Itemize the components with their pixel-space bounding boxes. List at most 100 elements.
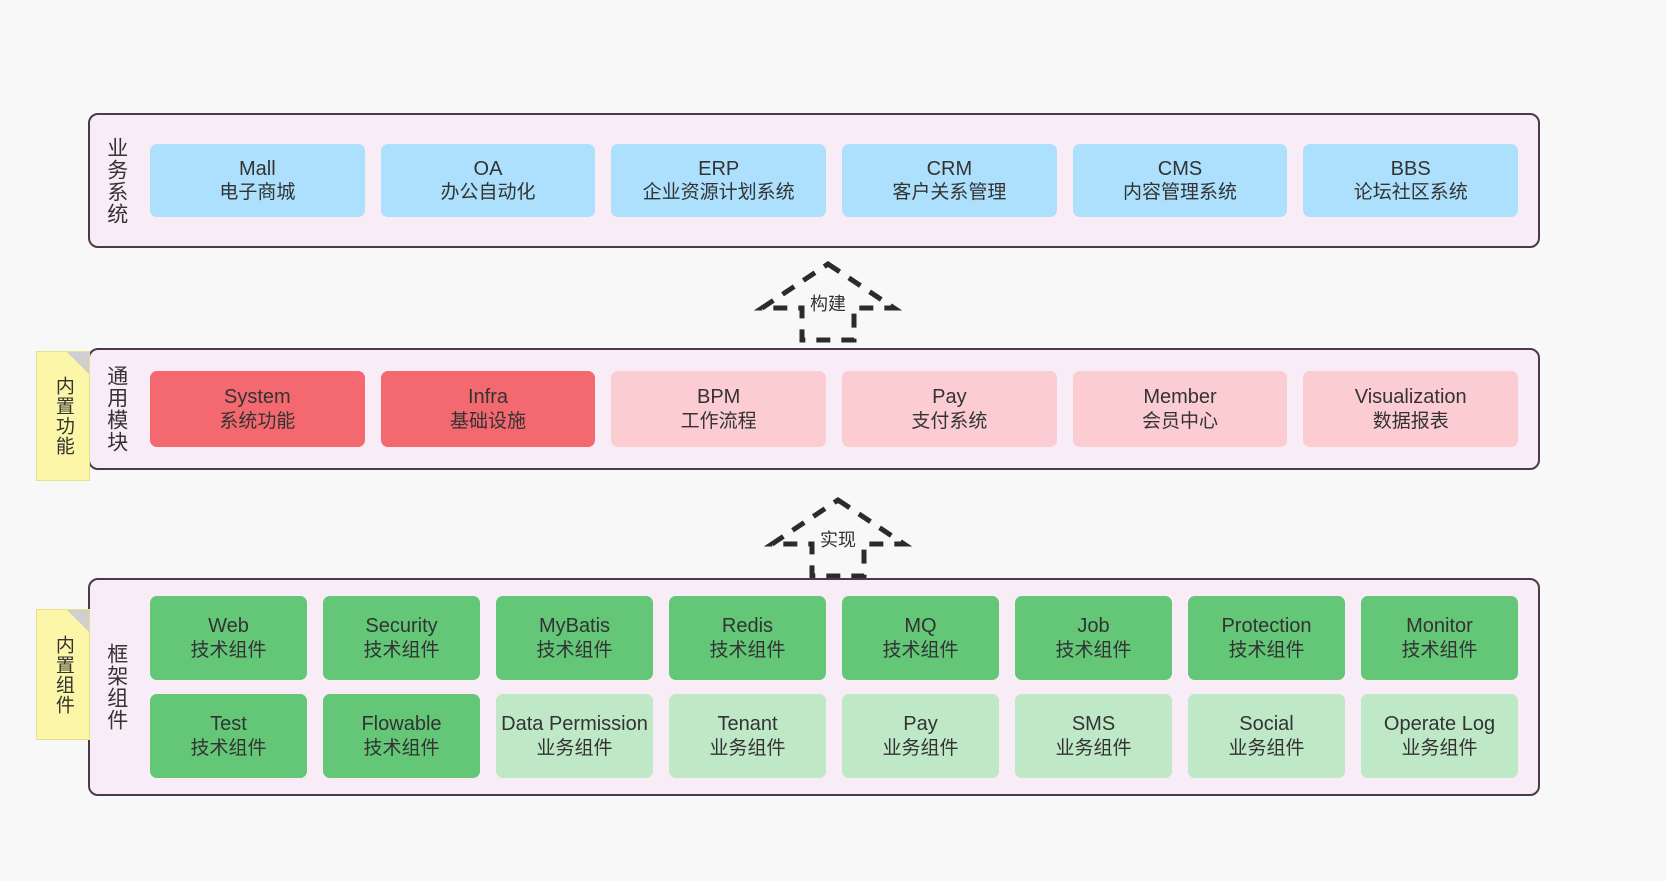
card-pay-component-cn: 业务组件 bbox=[882, 737, 959, 759]
card-sms-cn: 业务组件 bbox=[1055, 737, 1132, 759]
card-data-permission[interactable]: Data Permission 业务组件 bbox=[496, 694, 653, 778]
card-flowable-cn: 技术组件 bbox=[363, 737, 440, 759]
card-job-en: Job bbox=[1077, 615, 1110, 638]
card-infra-en: Infra bbox=[467, 386, 509, 409]
card-system-cn: 系统功能 bbox=[219, 410, 296, 432]
card-test-en: Test bbox=[210, 713, 247, 736]
card-mybatis[interactable]: MyBatis 技术组件 bbox=[496, 596, 653, 680]
card-mybatis-cn: 技术组件 bbox=[536, 639, 613, 661]
card-redis[interactable]: Redis 技术组件 bbox=[669, 596, 826, 680]
card-mall-en: Mall bbox=[239, 157, 276, 180]
card-redis-cn: 技术组件 bbox=[709, 639, 786, 661]
card-oa[interactable]: OA 办公自动化 bbox=[380, 144, 596, 217]
card-sms[interactable]: SMS 业务组件 bbox=[1015, 694, 1172, 778]
card-monitor-en: Monitor bbox=[1406, 615, 1473, 638]
card-pay-module[interactable]: Pay 支付系统 bbox=[842, 371, 1057, 447]
card-web[interactable]: Web 技术组件 bbox=[150, 596, 307, 680]
card-job-cn: 技术组件 bbox=[1055, 639, 1132, 661]
band-framework-cards: Web 技术组件 Security 技术组件 MyBatis 技术组件 Redi… bbox=[138, 580, 1538, 794]
card-test[interactable]: Test 技术组件 bbox=[150, 694, 307, 778]
card-tenant[interactable]: Tenant 业务组件 bbox=[669, 694, 826, 778]
band-common-modules: 通用模块 System 系统功能 Infra 基础设施 BPM 工作流程 Pay… bbox=[88, 348, 1540, 470]
card-security-cn: 技术组件 bbox=[363, 639, 440, 661]
card-monitor[interactable]: Monitor 技术组件 bbox=[1361, 596, 1518, 680]
sticky-note-built-in-component: 内置组件 bbox=[36, 609, 90, 740]
card-bbs[interactable]: BBS 论坛社区系统 bbox=[1303, 144, 1519, 217]
card-operate-log-en: Operate Log bbox=[1383, 713, 1496, 736]
card-social-cn: 业务组件 bbox=[1228, 737, 1305, 759]
card-pay-module-cn: 支付系统 bbox=[911, 410, 988, 432]
card-monitor-cn: 技术组件 bbox=[1401, 639, 1478, 661]
card-social-en: Social bbox=[1239, 713, 1294, 736]
page-fold-icon bbox=[67, 352, 89, 374]
card-data-permission-en: Data Permission bbox=[501, 713, 648, 736]
card-mall-cn: 电子商城 bbox=[219, 182, 296, 204]
card-erp[interactable]: ERP 企业资源计划系统 bbox=[611, 144, 827, 217]
card-bbs-cn: 论坛社区系统 bbox=[1353, 182, 1468, 204]
card-mq-cn: 技术组件 bbox=[882, 639, 959, 661]
card-security-en: Security bbox=[365, 615, 438, 638]
card-erp-en: ERP bbox=[698, 157, 740, 180]
card-mq-en: MQ bbox=[904, 615, 937, 638]
card-flowable[interactable]: Flowable 技术组件 bbox=[323, 694, 480, 778]
card-visualization-en: Visualization bbox=[1354, 386, 1467, 409]
card-infra[interactable]: Infra 基础设施 bbox=[380, 371, 596, 447]
card-data-permission-cn: 业务组件 bbox=[536, 737, 613, 759]
card-infra-cn: 基础设施 bbox=[450, 410, 527, 432]
sticky-note-built-in-function: 内置功能 bbox=[36, 351, 90, 481]
card-erp-cn: 企业资源计划系统 bbox=[642, 182, 795, 204]
card-bpm-cn: 工作流程 bbox=[680, 410, 757, 432]
arrow-implement: 实现 bbox=[763, 496, 913, 579]
sticky-note-built-in-function-label: 内置功能 bbox=[52, 376, 74, 456]
card-visualization-cn: 数据报表 bbox=[1372, 410, 1449, 432]
card-social[interactable]: Social 业务组件 bbox=[1188, 694, 1345, 778]
band-modules-title: 通用模块 bbox=[104, 365, 128, 453]
band-business-systems: 业务系统 Mall 电子商城 OA 办公自动化 ERP 企业资源计划系统 CRM… bbox=[88, 113, 1540, 248]
card-pay-module-en: Pay bbox=[932, 386, 967, 409]
card-bbs-en: BBS bbox=[1390, 157, 1431, 180]
card-security[interactable]: Security 技术组件 bbox=[323, 596, 480, 680]
band-framework-title: 框架组件 bbox=[104, 643, 128, 731]
page-fold-icon bbox=[67, 610, 89, 632]
card-redis-en: Redis bbox=[721, 615, 774, 638]
arrow-build: 构建 bbox=[753, 260, 903, 343]
arrow-implement-shape bbox=[763, 496, 913, 579]
card-operate-log[interactable]: Operate Log 业务组件 bbox=[1361, 694, 1518, 778]
card-system-en: System bbox=[223, 386, 291, 409]
band-business-title: 业务系统 bbox=[104, 136, 128, 225]
arrow-build-label: 构建 bbox=[810, 294, 846, 314]
card-tenant-en: Tenant bbox=[717, 713, 778, 736]
card-crm-en: CRM bbox=[926, 157, 973, 180]
band-framework-components: 框架组件 Web 技术组件 Security 技术组件 MyBatis 技术组件… bbox=[88, 578, 1540, 796]
card-bpm[interactable]: BPM 工作流程 bbox=[611, 371, 827, 447]
band-business-cards: Mall 电子商城 OA 办公自动化 ERP 企业资源计划系统 CRM 客户关系… bbox=[138, 115, 1538, 246]
arrow-implement-label: 实现 bbox=[820, 530, 856, 550]
card-cms-en: CMS bbox=[1157, 157, 1203, 180]
card-mall[interactable]: Mall 电子商城 bbox=[150, 144, 365, 217]
card-pay-component[interactable]: Pay 业务组件 bbox=[842, 694, 999, 778]
card-system[interactable]: System 系统功能 bbox=[150, 371, 365, 447]
card-operate-log-cn: 业务组件 bbox=[1401, 737, 1478, 759]
card-job[interactable]: Job 技术组件 bbox=[1015, 596, 1172, 680]
card-member-cn: 会员中心 bbox=[1142, 410, 1219, 432]
card-protection-en: Protection bbox=[1221, 615, 1312, 638]
card-crm[interactable]: CRM 客户关系管理 bbox=[842, 144, 1057, 217]
card-visualization[interactable]: Visualization 数据报表 bbox=[1303, 371, 1519, 447]
band-modules-cards: System 系统功能 Infra 基础设施 BPM 工作流程 Pay 支付系统… bbox=[138, 350, 1538, 468]
card-member[interactable]: Member 会员中心 bbox=[1072, 371, 1288, 447]
card-tenant-cn: 业务组件 bbox=[709, 737, 786, 759]
framework-row-technical: Web 技术组件 Security 技术组件 MyBatis 技术组件 Redi… bbox=[142, 596, 1526, 680]
card-cms[interactable]: CMS 内容管理系统 bbox=[1072, 144, 1288, 217]
card-crm-cn: 客户关系管理 bbox=[892, 182, 1007, 204]
card-oa-cn: 办公自动化 bbox=[440, 182, 536, 204]
card-cms-cn: 内容管理系统 bbox=[1123, 182, 1238, 204]
card-oa-en: OA bbox=[473, 157, 503, 180]
card-bpm-en: BPM bbox=[697, 386, 741, 409]
card-member-en: Member bbox=[1143, 386, 1217, 409]
card-protection-cn: 技术组件 bbox=[1228, 639, 1305, 661]
sticky-note-built-in-component-label: 内置组件 bbox=[52, 634, 74, 715]
card-protection[interactable]: Protection 技术组件 bbox=[1188, 596, 1345, 680]
card-mq[interactable]: MQ 技术组件 bbox=[842, 596, 999, 680]
card-mybatis-en: MyBatis bbox=[538, 615, 611, 638]
